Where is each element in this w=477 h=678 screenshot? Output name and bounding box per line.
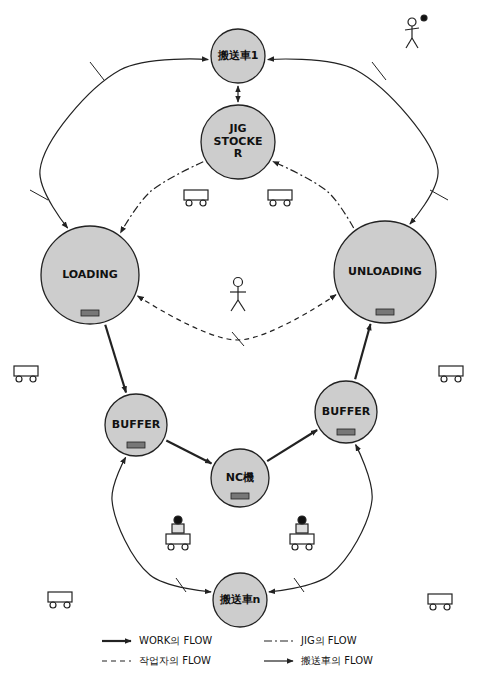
station-label: JIG STOCKER <box>211 123 265 161</box>
cart-icon <box>428 594 452 610</box>
station-label: NC機 <box>226 472 254 485</box>
station-label: BUFFER <box>322 406 370 419</box>
circle-shape <box>315 381 377 443</box>
station-circle: JIG STOCKER <box>200 104 276 180</box>
work-piece <box>337 429 355 435</box>
cart-icon <box>14 366 38 382</box>
cart-icon <box>268 190 292 206</box>
station-label: 搬送車n <box>220 594 261 607</box>
station-circle: 搬送車1 <box>210 28 266 84</box>
cart-icon <box>184 190 208 206</box>
worker-figure <box>230 278 246 312</box>
circle-shape <box>211 29 265 83</box>
station-label: UNLOADING <box>348 266 422 279</box>
station-circle: 搬送車n <box>212 572 268 628</box>
circle-shape <box>201 105 275 179</box>
cart-flow-connector <box>237 86 238 102</box>
legend-entry: WORK의 FLOW <box>100 634 212 648</box>
circle-shape <box>213 573 267 627</box>
legend-text: JIG의 FLOW <box>301 634 357 648</box>
work-flow-connector <box>166 440 211 463</box>
circle-shape <box>41 226 139 324</box>
work-flow-connector <box>267 430 317 461</box>
legend-text: WORK의 FLOW <box>139 634 212 648</box>
station-circle: NC機 <box>210 448 270 508</box>
legend-sample <box>100 655 134 667</box>
legend-sample <box>100 635 134 647</box>
cart-flow-connector <box>112 457 211 592</box>
station-circle: UNLOADING <box>333 220 437 324</box>
station-circle: BUFFER <box>314 380 378 444</box>
station-label: 搬送車1 <box>218 50 259 63</box>
station-circle: LOADING <box>40 225 140 325</box>
legend-sample <box>262 655 296 667</box>
legend-entry: JIG의 FLOW <box>262 634 357 648</box>
cart-flow-connector <box>268 59 438 224</box>
legend-text: 搬送車의 FLOW <box>301 654 373 668</box>
station-circle: BUFFER <box>104 393 168 457</box>
circle-shape <box>105 394 167 456</box>
work-piece <box>81 310 99 316</box>
circle-shape <box>334 221 436 323</box>
cart-flow-connector <box>40 59 208 228</box>
cart-with-work <box>290 516 314 550</box>
legend-sample <box>262 635 296 647</box>
work-piece <box>376 309 394 315</box>
cart-icon <box>439 366 463 382</box>
work-flow-connector <box>105 325 126 393</box>
legend-text: 작업자의 FLOW <box>139 654 211 668</box>
jig-flow-connector <box>273 161 354 228</box>
legend-entry: 搬送車의 FLOW <box>262 654 373 668</box>
cart-flow-connector <box>269 445 372 592</box>
cart-with-work <box>166 516 190 550</box>
flow-ticks <box>30 62 448 592</box>
work-piece <box>231 493 249 499</box>
work-flow-connector <box>355 324 370 379</box>
legend-entry: 작업자의 FLOW <box>100 654 211 668</box>
station-label: LOADING <box>62 269 118 282</box>
station-label: BUFFER <box>112 419 160 432</box>
cart-icon <box>48 592 72 608</box>
jig-flow-connector <box>120 162 203 233</box>
worker-flow-connector <box>138 295 336 340</box>
worker-figure <box>405 15 427 48</box>
circle-shape <box>211 449 269 507</box>
work-piece <box>127 442 145 448</box>
